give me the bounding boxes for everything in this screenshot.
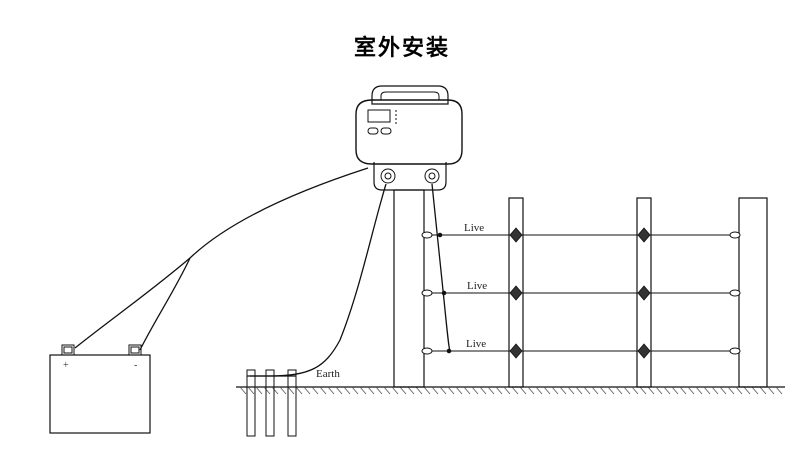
ground-hatch (727, 386, 735, 395)
ground-hatch (263, 386, 271, 395)
fence-post-4 (738, 197, 768, 388)
ground-hatch (527, 386, 535, 395)
ground-hatch (447, 386, 455, 395)
ground-hatch (671, 386, 679, 395)
fence-post-1 (393, 189, 425, 388)
ground-hatch (455, 386, 463, 395)
ground-hatch (655, 386, 663, 395)
earth-rods (246, 369, 297, 437)
ground-hatch (479, 386, 487, 395)
ground-hatch (535, 386, 543, 395)
ground-hatch (423, 386, 431, 395)
ground-hatch (399, 386, 407, 395)
ground-hatch (743, 386, 751, 395)
live-label-3: Live (466, 338, 486, 350)
ground-hatch (383, 386, 391, 395)
ground-hatch (631, 386, 639, 395)
earth-wire (250, 183, 387, 377)
ground-hatch (495, 386, 503, 395)
ground-hatch (279, 386, 287, 395)
ground-hatch (607, 386, 615, 395)
ground-hatch (559, 386, 567, 395)
ground-hatch (351, 386, 359, 395)
power-wire-2 (139, 257, 191, 351)
ground-hatch (287, 386, 295, 395)
ground-hatch (687, 386, 695, 395)
ground-hatch (679, 386, 687, 395)
ground-hatch (391, 386, 399, 395)
ground-hatch (407, 386, 415, 395)
ground-hatch (295, 386, 303, 395)
ground-hatch (271, 386, 279, 395)
ground-hatch (639, 386, 647, 395)
ground-hatch (431, 386, 439, 395)
ground-hatch (463, 386, 471, 395)
ground-hatch (303, 386, 311, 395)
ground-hatch (335, 386, 343, 395)
ground-hatch (719, 386, 727, 395)
ground-hatch (663, 386, 671, 395)
ground-hatch (599, 386, 607, 395)
ground-hatch (367, 386, 375, 395)
ground-hatch (583, 386, 591, 395)
ground-hatch (415, 386, 423, 395)
ground-hatch (543, 386, 551, 395)
diagram-title: 室外安装 (353, 36, 450, 61)
ground-hatch (343, 386, 351, 395)
ground-hatch (591, 386, 599, 395)
ground-hatch (439, 386, 447, 395)
ground-hatch (327, 386, 335, 395)
ground-hatch (359, 386, 367, 395)
ground-hatch (695, 386, 703, 395)
ground-hatch (751, 386, 759, 395)
live-feed-wire (431, 183, 451, 352)
ground-hatch (519, 386, 527, 395)
power-wire-1 (74, 167, 369, 349)
ground-hatch (503, 386, 511, 395)
ground-hatch (471, 386, 479, 395)
live-label-1: Live (464, 222, 484, 234)
ground-hatch (511, 386, 519, 395)
terminal-right (424, 168, 440, 184)
energizer-unit (355, 85, 463, 191)
earth-label: Earth (316, 368, 340, 380)
ground-hatch (255, 386, 263, 395)
ground-hatch (319, 386, 327, 395)
ground-hatch (551, 386, 559, 395)
ground-hatch (647, 386, 655, 395)
ground-hatch (767, 386, 775, 395)
battery-plus-label: + (63, 360, 69, 371)
ground-hatch (239, 386, 247, 395)
terminal-left (380, 168, 396, 184)
ground-hatch (311, 386, 319, 395)
display-screen (367, 109, 391, 123)
insulators (421, 231, 741, 355)
inline-insulators (509, 227, 651, 359)
ground-hatch (247, 386, 255, 395)
live-label-2: Live (467, 280, 487, 292)
ground-hatch (759, 386, 767, 395)
ground-hatch (567, 386, 575, 395)
battery-minus-label: - (134, 360, 137, 371)
ground-hatch (735, 386, 743, 395)
ground-hatch (487, 386, 495, 395)
ground-hatch (623, 386, 631, 395)
ground-hatch (375, 386, 383, 395)
ground-hatch (615, 386, 623, 395)
ground-hatch (575, 386, 583, 395)
ground-hatch (703, 386, 711, 395)
ground-hatch (711, 386, 719, 395)
ground-hatch (775, 386, 783, 395)
battery (49, 344, 151, 434)
